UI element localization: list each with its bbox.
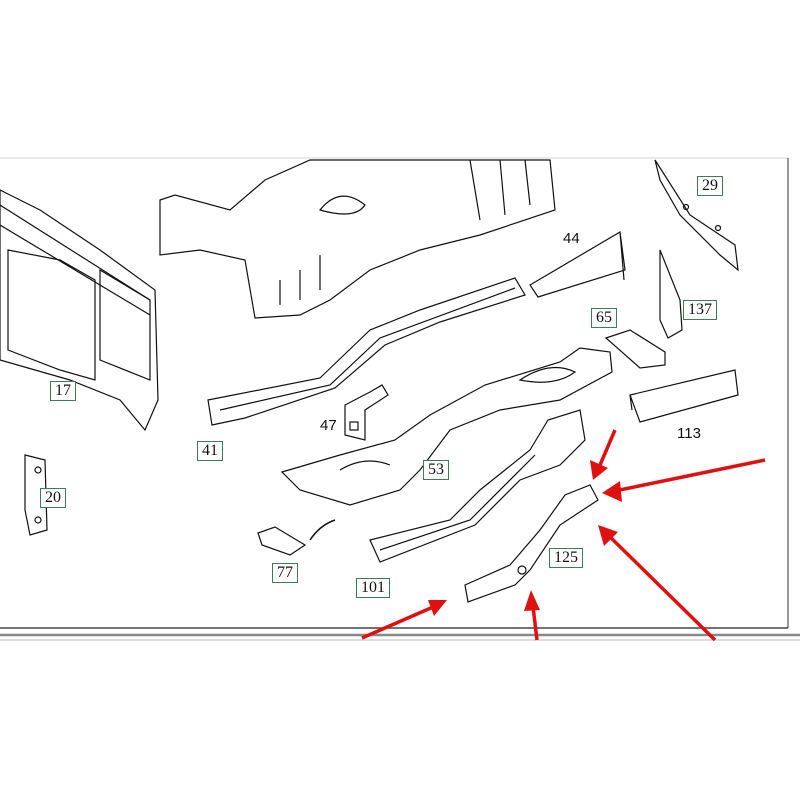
callout-41: 41	[197, 441, 223, 461]
diagram-frame	[0, 157, 800, 641]
callout-29: 29	[697, 176, 723, 196]
callout-17: 17	[50, 381, 76, 401]
part-77-plate	[257, 519, 336, 556]
arrow-icon	[598, 525, 717, 642]
part-125-rail	[464, 484, 599, 603]
callout-137: 137	[683, 300, 717, 320]
part-65-bracket	[604, 329, 666, 369]
callout-53: 53	[423, 460, 449, 480]
callout-77: 77	[272, 563, 298, 583]
callout-101: 101	[356, 578, 390, 598]
callout-20: 20	[40, 488, 66, 508]
part-47-bracket	[344, 384, 389, 441]
part-113-crossmember	[629, 369, 739, 423]
arrow-icon	[590, 429, 617, 480]
part-137-plate	[659, 249, 683, 339]
callout-44: 44	[563, 230, 580, 247]
part-44-bracket	[529, 231, 626, 298]
part-29-pillar	[654, 159, 739, 272]
callout-47: 47	[320, 417, 337, 434]
part-53-floor-section	[280, 347, 613, 506]
arrow-icon	[602, 458, 766, 502]
red-arrows	[361, 429, 766, 642]
callout-125: 125	[549, 548, 583, 568]
part-41-rail	[207, 277, 526, 426]
part-101-rail	[369, 409, 586, 563]
callout-65: 65	[591, 308, 617, 328]
callout-113: 113	[677, 425, 701, 442]
part-20-hinge	[24, 454, 48, 536]
part-17-front-panel	[0, 189, 159, 432]
arrow-icon	[524, 590, 540, 641]
part-floor-panel	[159, 159, 556, 319]
arrow-icon	[361, 600, 447, 640]
